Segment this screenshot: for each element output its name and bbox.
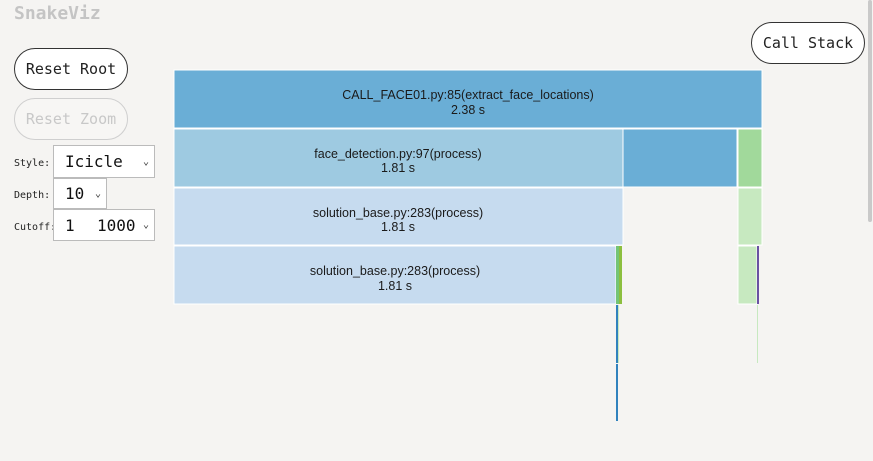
call-stack-button[interactable]: Call Stack bbox=[751, 22, 865, 64]
icicle-node-label: solution_base.py:283(process) bbox=[310, 264, 480, 278]
icicle-node[interactable] bbox=[618, 305, 619, 363]
chevron-down-icon: ⌄ bbox=[142, 156, 149, 167]
icicle-node-root[interactable] bbox=[173, 69, 763, 129]
icicle-node[interactable] bbox=[616, 246, 619, 304]
depth-select-value: 10 bbox=[65, 184, 85, 203]
icicle-node-solution-base-inner[interactable] bbox=[173, 245, 617, 305]
style-select[interactable]: Icicle ⌄ bbox=[53, 145, 155, 178]
icicle-node[interactable] bbox=[616, 364, 618, 421]
app-title: SnakeViz bbox=[14, 3, 101, 24]
icicle-node-solution-base[interactable] bbox=[173, 187, 624, 246]
cutoff-label: Cutoff: bbox=[14, 222, 57, 233]
cutoff-select[interactable]: 1 1000 ⌄ bbox=[53, 209, 155, 241]
style-select-value: Icicle bbox=[65, 152, 123, 171]
reset-root-button[interactable]: Reset Root bbox=[14, 48, 128, 90]
chevron-down-icon: ⌄ bbox=[94, 188, 101, 199]
icicle-node-label: solution_base.py:283(process) bbox=[313, 206, 483, 220]
page-scrollbar[interactable] bbox=[868, 0, 872, 222]
reset-zoom-button[interactable]: Reset Zoom bbox=[14, 98, 128, 140]
icicle-node[interactable] bbox=[737, 128, 763, 188]
icicle-node[interactable] bbox=[616, 305, 618, 363]
icicle-node-time: 1.81 s bbox=[381, 161, 415, 175]
icicle-node[interactable] bbox=[757, 246, 759, 304]
icicle-node-face-detection[interactable] bbox=[173, 128, 624, 188]
cutoff-value: 1 bbox=[65, 215, 75, 235]
icicle-node-time: 1.81 s bbox=[381, 220, 415, 234]
chevron-down-icon: ⌄ bbox=[142, 219, 149, 231]
icicle-node[interactable] bbox=[737, 187, 763, 246]
style-label: Style: bbox=[14, 158, 51, 169]
depth-select[interactable]: 10 ⌄ bbox=[53, 178, 107, 209]
icicle-node-time: 2.38 s bbox=[451, 103, 485, 117]
icicle-node-time: 1.81 s bbox=[378, 279, 412, 293]
icicle-node[interactable] bbox=[622, 128, 738, 188]
icicle-node-label: face_detection.py:97(process) bbox=[314, 147, 481, 161]
icicle-node-label: CALL_FACE01.py:85(extract_face_locations… bbox=[342, 88, 594, 102]
icicle-node[interactable] bbox=[757, 305, 758, 363]
depth-label: Depth: bbox=[14, 190, 51, 201]
icicle-node[interactable] bbox=[619, 246, 622, 304]
icicle-node[interactable] bbox=[737, 245, 758, 305]
cutoff-value-max: 1000 bbox=[97, 215, 136, 235]
